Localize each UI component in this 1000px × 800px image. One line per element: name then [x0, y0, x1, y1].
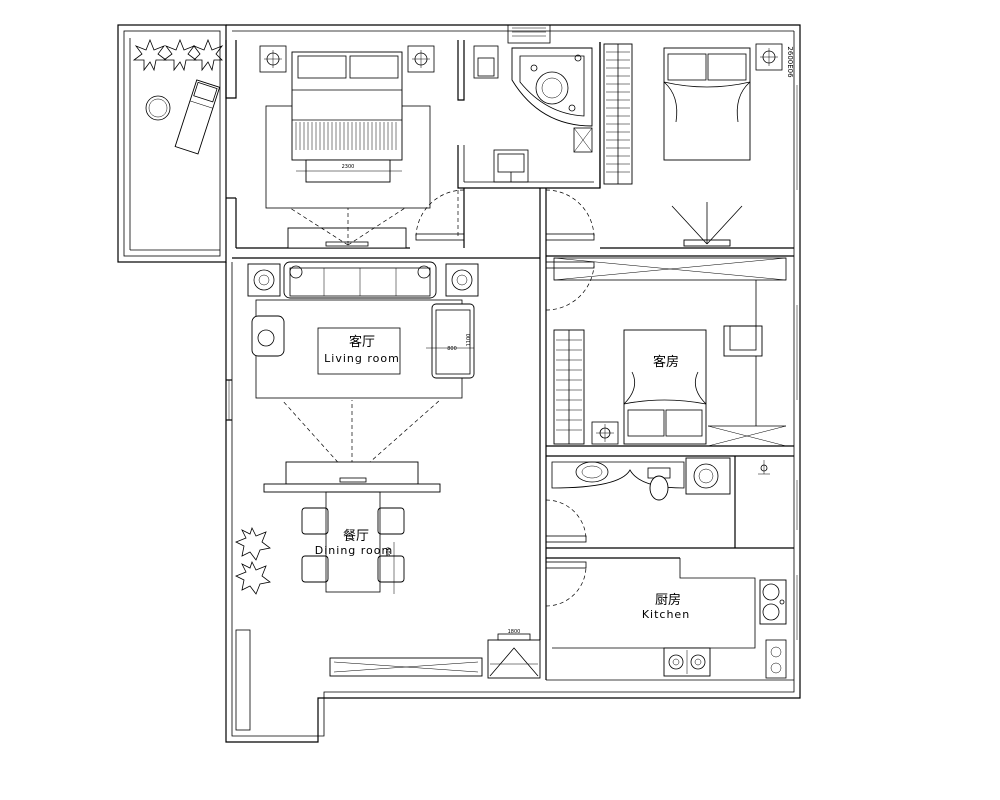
balcony-furniture [132, 38, 224, 155]
bed-icon [623, 329, 707, 445]
toilet-icon [647, 467, 671, 501]
bathtub-icon [511, 47, 593, 127]
bedroom-2: 2600E06 [603, 43, 794, 247]
sofa-width-dimension: 1100 [466, 334, 472, 347]
bathroom-2 [551, 457, 770, 501]
plant-icon [132, 38, 224, 72]
washing-machine-icon [685, 457, 731, 495]
bed-icon [663, 47, 751, 161]
wardrobe-icon [553, 329, 585, 445]
outer-walls [117, 24, 801, 743]
dining-room-label-en: Dining room [315, 544, 393, 557]
guest-room: 客房 [553, 257, 787, 447]
sofa-depth-dimension: 800 [447, 346, 457, 352]
kitchen-label-cn: 厨房 [655, 592, 681, 608]
kitchen-label-en: Kitchen [642, 608, 690, 621]
kitchen: 厨房 Kitchen [642, 579, 787, 679]
living-room-label-cn: 客厅 [349, 334, 375, 350]
wardrobe-icon [603, 43, 633, 185]
dining-room-label-cn: 餐厅 [343, 528, 369, 544]
bed-stripes [295, 122, 397, 150]
living-room-label-en: Living room [324, 352, 400, 365]
guest-room-label-cn: 客房 [653, 354, 679, 370]
sink-icon [759, 579, 787, 625]
bed-rug-dimension: 2300 [342, 164, 355, 170]
dining-room: 800 餐厅 Dining room 1800 [235, 491, 541, 679]
plant-icon [235, 526, 271, 595]
master-bedroom: 2300 [259, 45, 435, 249]
chair-icon [723, 325, 763, 357]
chaise-icon: 800 1100 [426, 303, 475, 379]
sofa-icon [283, 261, 437, 299]
bathroom-1 [473, 45, 593, 183]
doors [415, 189, 595, 607]
wardrobe-side-dimension: 2600E06 [786, 46, 794, 78]
stove-icon [663, 647, 711, 677]
lounge-chair-icon [174, 79, 221, 155]
cabinet-top-dimension: 1800 [508, 629, 521, 635]
shower-icon [758, 460, 770, 475]
living-room: 800 1100 客厅 Living room [247, 261, 479, 493]
armchair-icon [251, 315, 285, 357]
dining-table-dimension: 800 [386, 547, 392, 557]
